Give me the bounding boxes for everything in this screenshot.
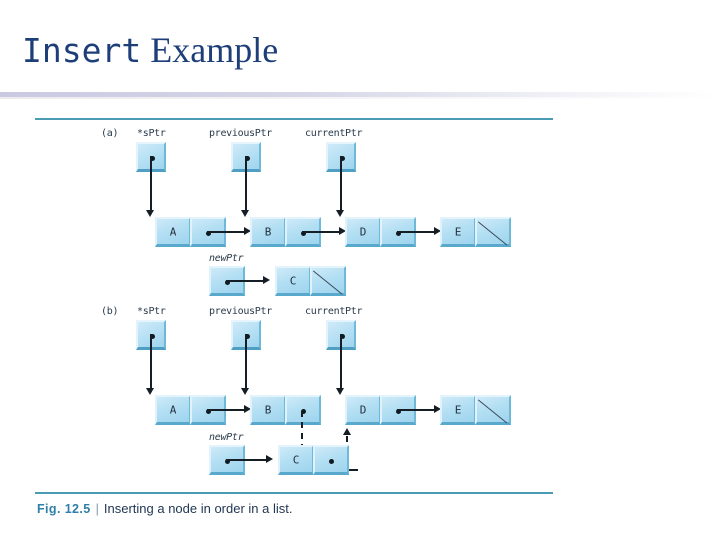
node-c-value-a: C: [289, 274, 297, 287]
figure-caption-text: Inserting a node in order in a list.: [103, 501, 293, 516]
node-e-next-a: [475, 217, 511, 247]
link-newptr-to-c-head-b: [266, 455, 273, 463]
node-a-next-dot-b: [206, 409, 211, 414]
link-d-to-e-head-b: [434, 405, 441, 413]
node-b-value-b: B: [264, 403, 272, 416]
node-a-value-b: A: [169, 403, 177, 416]
page-title-serif: Example: [141, 30, 279, 70]
label-currentptr-b: currentPtr: [305, 306, 363, 317]
diagram-part-b: (b) *sPtr previousPtr currentPtr A B: [0, 110, 720, 540]
node-d-value-b: D: [359, 403, 367, 416]
node-e-value-a: E: [454, 225, 462, 238]
node-c-next-dot-b: [329, 459, 334, 464]
node-d-data-a: D: [345, 217, 381, 247]
node-c-value-b: C: [292, 453, 300, 466]
diagram-part-a: (a) *sPtr previousPtr currentPtr A: [0, 110, 720, 540]
link-c-to-d-head-b: [343, 428, 351, 435]
arrow-line-currentptr-b: [340, 334, 342, 390]
pointer-dot-sptr-b: [150, 334, 155, 339]
figure-rule-bottom: [35, 492, 553, 494]
newptr-dot-b: [225, 459, 230, 464]
arrow-head-currentptr-a: [336, 210, 344, 217]
part-b-key: (b): [101, 306, 119, 317]
figure-linked-list-insert: (a) *sPtr previousPtr currentPtr A: [0, 110, 720, 540]
link-d-to-e-line-a: [397, 231, 436, 233]
node-d-next-dot-a: [396, 231, 401, 236]
link-newptr-to-c-line-b: [226, 459, 268, 461]
label-sptr-a: *sPtr: [137, 128, 166, 139]
link-newptr-to-c-head-a: [263, 276, 270, 284]
page-title: Insert Example: [22, 28, 278, 73]
figure-caption: Fig. 12.5 | Inserting a node in order in a…: [37, 500, 292, 518]
arrow-line-sptr-b: [150, 334, 152, 390]
node-c-data-b: C: [278, 445, 314, 475]
node-b-value-a: B: [264, 225, 272, 238]
label-previousptr-b: previousPtr: [209, 306, 272, 317]
node-a-value-a: A: [169, 225, 177, 238]
link-a-to-b-head-a: [244, 227, 251, 235]
pointer-dot-currentptr-a: [340, 156, 345, 161]
newptr-dot-a: [225, 280, 230, 285]
part-a-key: (a): [101, 128, 119, 139]
node-b-next-dot-b: [301, 409, 306, 414]
label-newptr-a: newPtr: [209, 253, 244, 264]
figure-caption-number: Fig. 12.5: [37, 502, 91, 516]
null-pointer-icon-e-b: [477, 397, 509, 424]
link-b-to-d-head-a: [339, 227, 346, 235]
node-d-next-dot-b: [396, 409, 401, 414]
title-divider-secondary: [0, 97, 720, 99]
label-currentptr-a: currentPtr: [305, 128, 363, 139]
node-b-data-b: B: [250, 395, 286, 425]
link-newptr-to-c-line-a: [226, 280, 265, 282]
node-b-next-dot-a: [301, 231, 306, 236]
link-a-to-b-line-a: [207, 231, 246, 233]
link-a-to-b-head-b: [244, 405, 251, 413]
node-d-value-a: D: [359, 225, 367, 238]
arrow-head-previousptr-b: [241, 388, 249, 395]
node-d-data-b: D: [345, 395, 381, 425]
label-newptr-b: newPtr: [209, 432, 244, 443]
node-c-data-a: C: [275, 266, 311, 296]
node-c-next-a: [310, 266, 346, 296]
node-b-next-b: [285, 395, 321, 425]
title-divider: [0, 92, 720, 97]
arrow-head-sptr-a: [146, 210, 154, 217]
node-a-next-dot-a: [206, 231, 211, 236]
node-e-data-b: E: [440, 395, 476, 425]
link-b-to-c-dashed-line-b: [301, 411, 303, 461]
node-e-value-b: E: [454, 403, 462, 416]
arrow-head-previousptr-a: [241, 210, 249, 217]
arrow-line-sptr-a: [150, 156, 152, 212]
label-sptr-b: *sPtr: [137, 306, 166, 317]
link-b-to-d-line-a: [302, 231, 341, 233]
page-title-mono: Insert: [22, 31, 142, 70]
figure-caption-separator: |: [95, 502, 99, 516]
pointer-dot-previousptr-b: [245, 334, 250, 339]
arrow-line-currentptr-a: [340, 156, 342, 212]
figure-rule-top: [35, 118, 553, 120]
link-c-to-d-dashed-elbow-b: [346, 469, 358, 471]
node-e-next-b: [475, 395, 511, 425]
pointer-dot-sptr-a: [150, 156, 155, 161]
node-a-data-b: A: [155, 395, 191, 425]
link-a-to-b-line-b: [207, 409, 246, 411]
arrow-head-sptr-b: [146, 388, 154, 395]
arrow-line-previousptr-b: [245, 334, 247, 390]
link-d-to-e-head-a: [434, 227, 441, 235]
label-previousptr-a: previousPtr: [209, 128, 272, 139]
node-c-next-b: [313, 445, 349, 475]
link-d-to-e-line-b: [397, 409, 436, 411]
node-b-data-a: B: [250, 217, 286, 247]
arrow-line-previousptr-a: [245, 156, 247, 212]
pointer-dot-previousptr-a: [245, 156, 250, 161]
pointer-dot-currentptr-b: [340, 334, 345, 339]
arrow-head-currentptr-b: [336, 388, 344, 395]
